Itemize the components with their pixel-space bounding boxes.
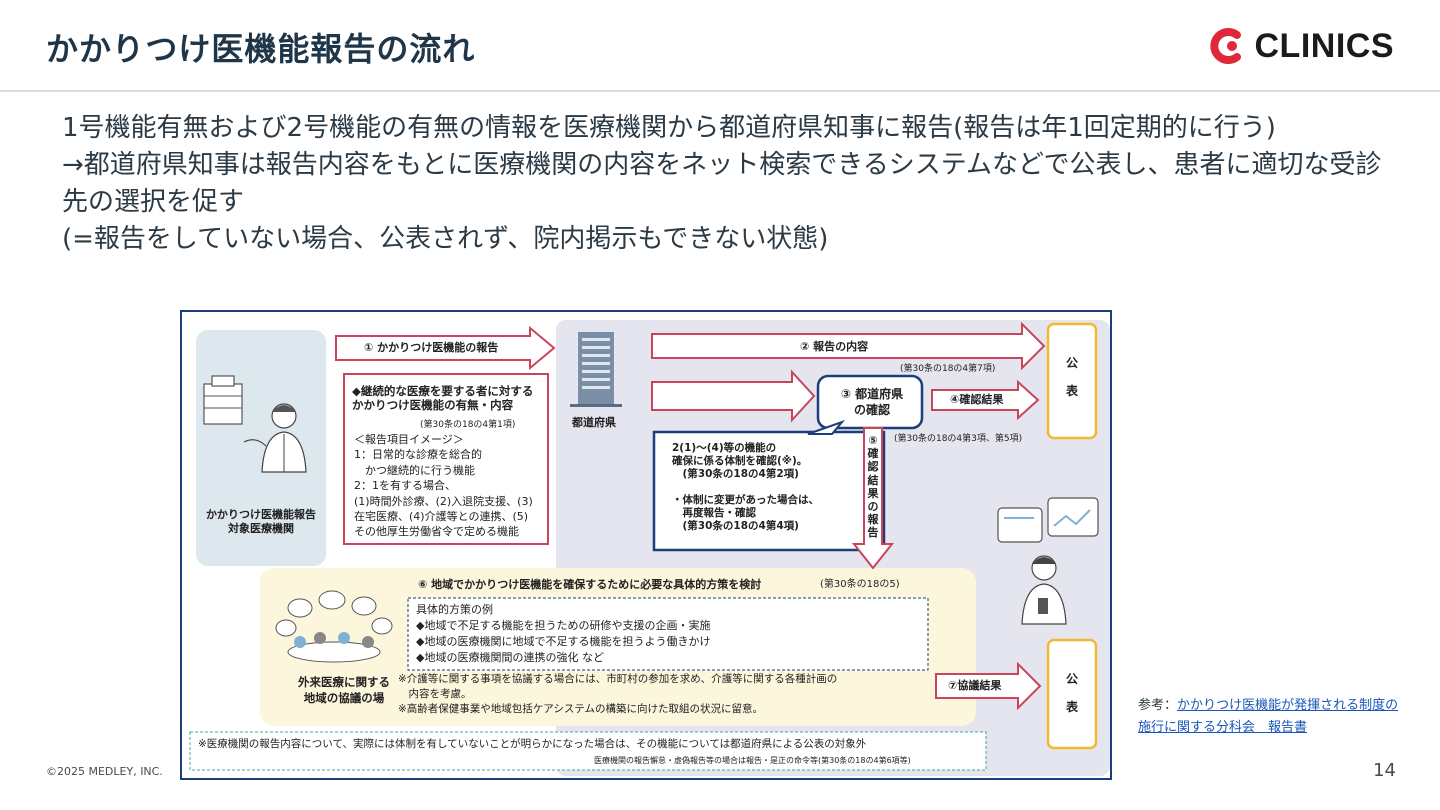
- doctor-hospital-icon: [203, 375, 307, 473]
- arrow-4-ref: (第30条の18の4第3項、第5項): [894, 434, 1023, 444]
- publish-label-2: 公 表: [1065, 672, 1078, 714]
- reference-link[interactable]: かかりつけ医機能が発揮される制度の施行に関する分科会 報告書: [1138, 698, 1399, 735]
- council-notes: ※介護等に関する事項を協議する場合には、市町村の参加を求め、介護等に関する各種計…: [398, 673, 838, 715]
- reference-note: 参考：かかりつけ医機能が発揮される制度の施行に関する分科会 報告書: [1138, 695, 1400, 739]
- council-meeting-icon: [275, 590, 393, 663]
- slide-header: かかりつけ医機能報告の流れ CLINICS: [0, 0, 1440, 92]
- arrow-5-vertical: [851, 427, 895, 570]
- arrow-2: [651, 321, 1046, 371]
- measures-list: 具体的方策の例 ◆地域で不足する機能を担うための研修や支援の企画・実施 ◆地域の…: [416, 603, 711, 664]
- step6-title: ⑥ 地域でかかりつけ医機能を確保するために必要な具体的方策を検討: [418, 578, 762, 591]
- flow-diagram: かかりつけ医機能報告 対象医療機関 ① かかりつけ医機能の報告 ◆継続的な医療を…: [180, 310, 1112, 780]
- copyright: ©2025 MEDLEY, INC.: [46, 765, 163, 778]
- publish-box-2: [1046, 638, 1098, 750]
- confirm-box-text: 2(1)～(4)等の機能の 確保に係る体制を確認(※)。 (第30条の18の4第…: [672, 442, 819, 532]
- body-line-2: →都道府県知事は報告内容をもとに医療機関の内容をネット検索できるシステムなどで公…: [62, 150, 1382, 217]
- arrow-4-label: ④確認結果: [950, 393, 1004, 406]
- clinics-logo-icon: [1209, 28, 1241, 64]
- footnote-subtext: 医療機関の報告懈怠・虚偽報告等の場合は報告・是正の命令等(第30条の18の4第6…: [594, 756, 911, 765]
- clinics-logo: CLINICS: [1207, 24, 1395, 68]
- footnote-text: ※医療機関の報告内容について、実際には体制を有していないことが明らかになった場合…: [198, 738, 867, 750]
- arrow-2-ref: (第30条の18の4第7項): [900, 364, 996, 374]
- confirm-detail-box: [652, 430, 886, 552]
- left-box-label: かかりつけ医機能報告 対象医療機関: [205, 508, 317, 535]
- body-line-3: (=報告をしていない場合、公表されず、院内掲示もできない状態): [62, 224, 829, 254]
- prefecture-label: 都道府県: [572, 416, 616, 429]
- report-box-items: ＜報告項目イメージ＞ 1：日常的な診療を総合的 かつ継続的に行う機能 2：1を有…: [354, 433, 533, 539]
- arrow-4: [931, 379, 1040, 421]
- step6-ref: (第30条の18の5): [820, 579, 900, 590]
- footnote-box: [189, 731, 987, 771]
- arrow-7: [935, 661, 1042, 711]
- vertical-step-5-label: ⑤ 確 認 結 果 の 報 告: [867, 434, 879, 540]
- body-line-1: 1号機能有無および2号機能の有無の情報を医療機関から都道府県知事に報告(報告は年…: [62, 113, 1276, 143]
- publish-label-1: 公 表: [1065, 356, 1078, 398]
- arrow-1-label: ① かかりつけ医機能の報告: [364, 341, 499, 354]
- arrow-1: [335, 325, 556, 371]
- flow-diagram-graphics: [189, 320, 1110, 776]
- body-text: 1号機能有無および2号機能の有無の情報を医療機関から都道府県知事に報告(報告は年…: [62, 110, 1392, 258]
- arrow-2-label: ② 報告の内容: [800, 340, 869, 353]
- report-box-title: ◆継続的な医療を要する者に対する かかりつけ医機能の有無・内容: [352, 384, 534, 412]
- publish-box-1: [1046, 322, 1098, 440]
- report-box-ref: (第30条の18の4第1項): [420, 420, 516, 430]
- reference-prefix: 参考：: [1138, 698, 1178, 713]
- confirm-label: ③ 都道府県 の確認: [840, 387, 904, 417]
- measures-box: [407, 597, 929, 671]
- arrow-to-confirm: [651, 369, 816, 423]
- report-items-box: [343, 373, 549, 545]
- arrow-7-label: ⑦協議結果: [948, 679, 1002, 692]
- prefecture-building-icon: [570, 332, 622, 407]
- page-title: かかりつけ医機能報告の流れ: [46, 30, 476, 68]
- logo-text: CLINICS: [1254, 26, 1394, 65]
- page-number: 14: [1373, 760, 1396, 781]
- patient-phone-icon: [997, 497, 1099, 625]
- council-label: 外来医療に関する 地域の協議の場: [298, 675, 390, 705]
